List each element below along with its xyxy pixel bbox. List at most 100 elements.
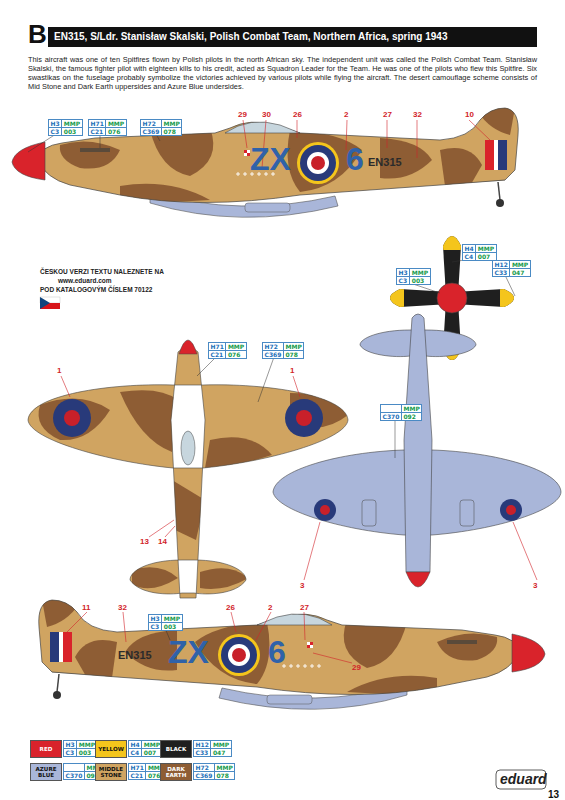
- callout-number: 11: [82, 603, 90, 612]
- page-number: 13: [548, 789, 559, 800]
- description-holder: This aircraft was one of ten Spitfires f…: [28, 55, 537, 91]
- paint-code: 078: [215, 772, 234, 779]
- paint-code: C370: [64, 772, 85, 779]
- paint-code: 078: [284, 351, 303, 358]
- language-note-holder: ČESKOU VERZI TEXTU NALEZNETE NA: [40, 268, 164, 276]
- paint-code: H72: [141, 120, 162, 128]
- paint-code: C3: [397, 277, 410, 284]
- callout-number: 2: [344, 110, 348, 119]
- fuselage-code: 6: [346, 143, 364, 175]
- paint-code-box: H4MMPC4007: [128, 740, 163, 757]
- paint-code: 047: [211, 749, 230, 756]
- paint-code: MMP: [402, 405, 421, 413]
- language-note: POD KATALOGOVÝM ČÍSLEM 70122: [40, 286, 152, 294]
- paint-code: C4: [463, 253, 476, 260]
- paint-code: MMP: [106, 120, 125, 128]
- paint-code: 076: [226, 351, 245, 358]
- paint-code: C369: [194, 772, 215, 779]
- paint-code: 003: [410, 277, 429, 284]
- color-name: RED: [40, 746, 53, 753]
- paint-code: MMP: [410, 269, 429, 277]
- page-number-holder: 13: [548, 789, 559, 800]
- paint-code: C3: [49, 128, 62, 135]
- paint-code: MMP: [162, 120, 181, 128]
- brand-logo-holder: eduard: [500, 771, 547, 787]
- paint-code: MMP: [62, 120, 81, 128]
- paint-code: C33: [493, 269, 510, 276]
- paint-code: MMP: [476, 245, 495, 253]
- paint-code-box: MMPC370092: [380, 404, 422, 421]
- callout-number: 1: [57, 366, 61, 375]
- paint-code-box: H72MMPC369078: [262, 342, 304, 359]
- callout-number: 13: [140, 537, 149, 546]
- brand-logo: eduard: [500, 771, 547, 787]
- callout-number-holder: 2: [268, 603, 272, 612]
- color-swatch: RED: [30, 740, 62, 758]
- callout-number: 26: [226, 603, 235, 612]
- color-swatch: DARK EARTH: [160, 763, 192, 781]
- callout-number: 30: [262, 110, 271, 119]
- callout-number: 29: [352, 663, 361, 672]
- description: This aircraft was one of ten Spitfires f…: [28, 55, 537, 91]
- paint-code: H71: [209, 343, 226, 351]
- callout-number: 32: [118, 603, 127, 612]
- paint-code: MMP: [215, 764, 234, 772]
- callout-number: 27: [383, 110, 392, 119]
- paint-code: MMP: [77, 741, 96, 749]
- callout-number-holder: 26: [226, 603, 235, 612]
- color-name: AZURE BLUE: [31, 766, 61, 779]
- paint-code: MMP: [162, 615, 181, 623]
- color-name: DARK EARTH: [161, 766, 191, 779]
- paint-code: H3: [49, 120, 62, 128]
- callout-number: 29: [238, 110, 247, 119]
- paint-code: C4: [129, 749, 142, 756]
- empty-cell: [381, 405, 402, 413]
- paint-code: H3: [149, 615, 162, 623]
- fuselage-code: 6: [268, 636, 286, 668]
- paint-code-box: H4MMPC4007: [462, 244, 497, 261]
- fuselage-code-holder: ZX: [168, 636, 209, 668]
- color-name: BLACK: [166, 746, 187, 753]
- callout-number: 10: [465, 110, 474, 119]
- callout-number: 3: [300, 581, 304, 590]
- callout-number: 14: [158, 537, 167, 546]
- color-swatch: YELLOW: [95, 740, 127, 758]
- paint-code: C3: [149, 623, 162, 630]
- paint-code: C21: [89, 128, 106, 135]
- callout-number-holder: 10: [465, 110, 474, 119]
- callout-number-holder: 13: [140, 537, 149, 546]
- callout-number-holder: 26: [293, 110, 302, 119]
- paint-code: H71: [89, 120, 106, 128]
- paint-code: C3: [64, 749, 77, 756]
- paint-code-box: H3MMPC3003: [48, 119, 83, 136]
- paint-code: 078: [162, 128, 181, 135]
- fuselage-code-holder: ZX: [250, 143, 291, 175]
- paint-code: H3: [64, 741, 77, 749]
- language-note-holder: POD KATALOGOVÝM ČÍSLEM 70122: [40, 286, 152, 294]
- paint-code: MMP: [284, 343, 303, 351]
- paint-code: H3: [397, 269, 410, 277]
- profile-letter: B: [28, 20, 47, 48]
- callout-number: 32: [413, 110, 422, 119]
- paint-code: C21: [129, 772, 146, 779]
- language-note-holder: www.eduard.com: [58, 277, 112, 285]
- color-swatch: MIDDLE STONE: [95, 763, 127, 781]
- paint-code: H71: [129, 764, 146, 772]
- paint-code-box: H71MMPC21076: [88, 119, 127, 136]
- callout-number-holder: 32: [413, 110, 422, 119]
- serial-number-holder: EN315: [368, 156, 402, 168]
- paint-code: H12: [194, 741, 211, 749]
- paint-code: 003: [62, 128, 81, 135]
- paint-code-box: H3MMPC3003: [148, 614, 183, 631]
- paint-code: C33: [194, 749, 211, 756]
- paint-code-box: H12MMPC33047: [492, 260, 531, 277]
- paint-code: H4: [129, 741, 142, 749]
- paint-code: 007: [476, 253, 495, 260]
- callout-number-holder: 29: [238, 110, 247, 119]
- color-swatch: BLACK: [160, 740, 192, 758]
- callout-number-holder: 1: [57, 366, 61, 375]
- paint-code-box: H3MMPC3003: [63, 740, 98, 757]
- callout-number-holder: 1: [290, 366, 294, 375]
- paint-code: 092: [402, 413, 421, 420]
